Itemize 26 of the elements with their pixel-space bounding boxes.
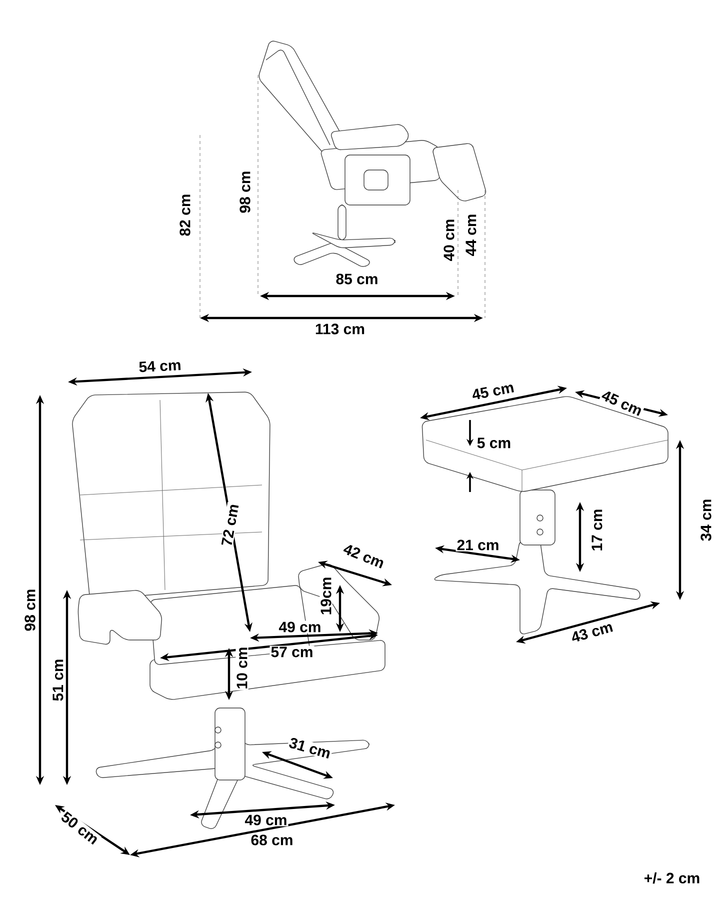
dimension-label: 10 cm — [236, 646, 248, 690]
dimension-label: 98 cm — [24, 588, 36, 632]
dimension-label: 45 cm — [599, 388, 645, 418]
dimension-label: 68 cm — [250, 834, 294, 846]
dimension-label: 49 cm — [278, 620, 322, 634]
dimension-label: 31 cm — [286, 736, 334, 760]
dimension-label: 49 cm — [244, 814, 288, 826]
dimension-label: 85 cm — [334, 272, 380, 286]
dimension-label: 98 cm — [238, 170, 252, 214]
dimension-label: 72 cm — [220, 502, 240, 548]
dimension-label: 34 cm — [700, 498, 712, 542]
dimension-label: 43 cm — [568, 620, 616, 644]
dimension-label: 113 cm — [314, 322, 366, 336]
dimension-label: 45 cm — [470, 380, 516, 402]
dimension-label: 82 cm — [178, 192, 192, 238]
dimension-label: 50 cm — [58, 809, 102, 847]
dimension-label: 19cm — [320, 576, 332, 616]
dimension-label: 17 cm — [590, 508, 604, 552]
dimension-label: 44 cm — [464, 212, 478, 258]
dimension-label: 21 cm — [456, 538, 500, 552]
tolerance-note: +/- 2 cm — [642, 871, 702, 885]
dimension-label: 51 cm — [52, 658, 64, 702]
dimension-label: 54 cm — [137, 358, 183, 374]
dimension-label: 40 cm — [442, 218, 456, 262]
dimension-label: 57 cm — [270, 646, 314, 658]
dimension-label: 42 cm — [341, 542, 387, 570]
